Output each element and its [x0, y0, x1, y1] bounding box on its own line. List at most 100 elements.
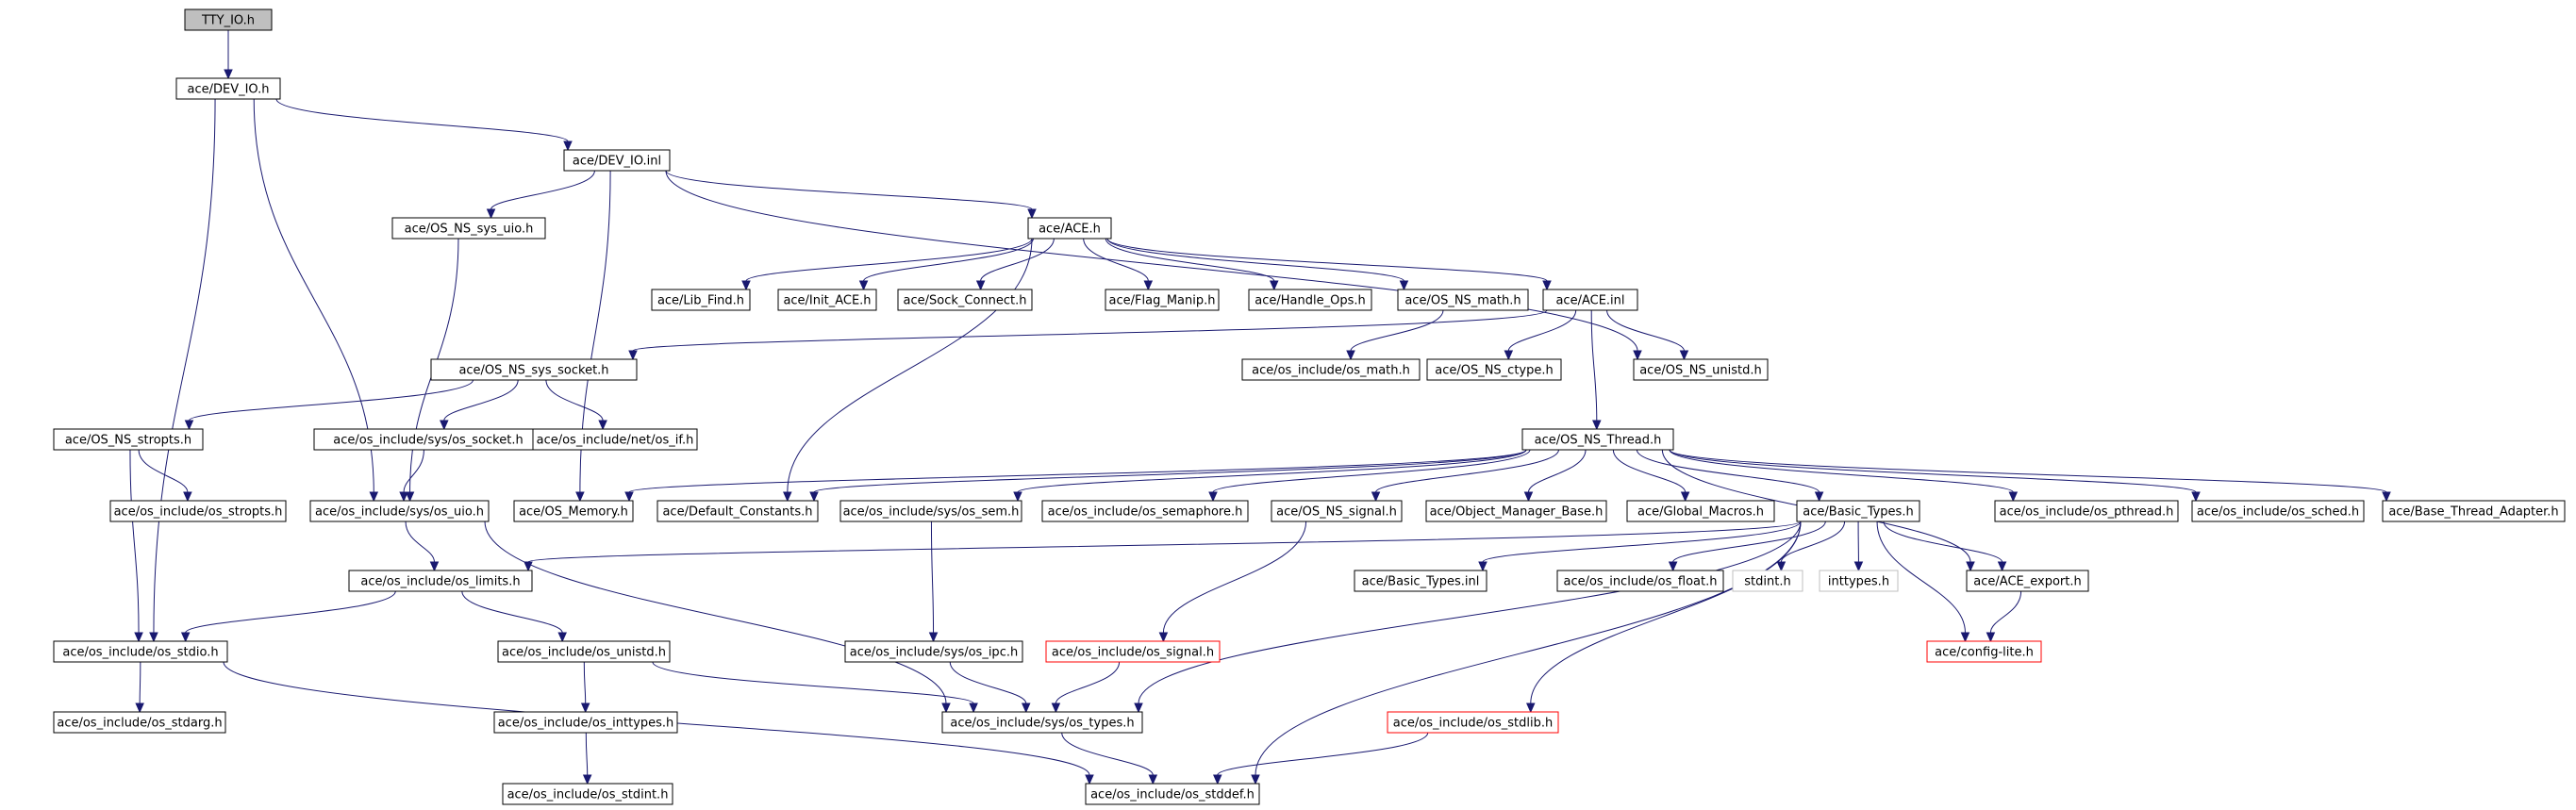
node-label: ace/os_include/os_stdlib.h [1393, 717, 1553, 731]
node-config-lite[interactable]: ace/config-lite.h [1926, 640, 2042, 663]
node-os-math[interactable]: ace/os_include/os_math.h [1241, 358, 1421, 381]
node-lib-find[interactable]: ace/Lib_Find.h [651, 289, 751, 311]
node-os-ns-sys-socket[interactable]: ace/OS_NS_sys_socket.h [430, 358, 638, 381]
node-os-stdio[interactable]: ace/os_include/os_stdio.h [53, 640, 228, 663]
node-basic-types-h[interactable]: ace/Basic_Types.h [1796, 500, 1920, 522]
node-ace-h[interactable]: ace/ACE.h [1027, 217, 1112, 240]
edge-os_limits-to-os_unistd [461, 590, 567, 643]
node-label: ace/Base_Thread_Adapter.h [2388, 505, 2558, 520]
node-os-ns-thread[interactable]: ace/OS_NS_Thread.h [1521, 428, 1674, 451]
edge-line [1636, 449, 1820, 493]
node-init-ace[interactable]: ace/Init_ACE.h [777, 289, 877, 311]
node-os-unistd[interactable]: ace/os_include/os_unistd.h [497, 640, 671, 663]
node-os-ns-stropts[interactable]: ace/OS_NS_stropts.h [53, 428, 204, 451]
node-global-macros[interactable]: ace/Global_Macros.h [1626, 500, 1775, 522]
edge-arrowhead [1158, 632, 1169, 643]
edge-tty_io-to-dev_io_h [224, 29, 233, 80]
node-base-thread-adapter[interactable]: ace/Base_Thread_Adapter.h [2382, 500, 2566, 522]
node-os-semaphore[interactable]: ace/os_include/os_semaphore.h [1041, 500, 1249, 522]
edge-arrowhead [1960, 632, 1970, 643]
node-net-os-if[interactable]: ace/os_include/net/os_if.h [532, 428, 698, 451]
node-box [53, 428, 204, 451]
node-label: ace/ACE.inl [1555, 294, 1624, 308]
edge-line [405, 521, 435, 563]
node-os-pthread[interactable]: ace/os_include/os_pthread.h [1994, 500, 2179, 522]
node-sys-os-socket[interactable]: ace/os_include/sys/os_socket.h [313, 428, 543, 451]
edge-arrowhead [1853, 561, 1864, 572]
node-os-stropts[interactable]: ace/os_include/os_stropts.h [109, 500, 287, 522]
edge-os_ns_thread-to-os_ns_signal [1371, 449, 1559, 503]
edge-os_ns_stropts-to-os_stdio [129, 449, 143, 643]
node-os-ns-math[interactable]: ace/OS_NS_math.h [1397, 289, 1529, 311]
node-stdint-h[interactable]: stdint.h [1732, 570, 1803, 592]
node-sys-os-ipc[interactable]: ace/os_include/sys/os_ipc.h [844, 640, 1023, 663]
edge-arrowhead [1013, 491, 1022, 503]
node-handle-ops[interactable]: ace/Handle_Ops.h [1248, 289, 1372, 311]
node-sys-os-types[interactable]: ace/os_include/sys/os_types.h [941, 711, 1143, 734]
edge-line [1876, 521, 1966, 634]
node-label: ace/Global_Macros.h [1637, 505, 1764, 520]
edge-os_limits-to-os_stdio [180, 590, 396, 643]
edge-os_ns_thread-to-global_macros [1612, 449, 1690, 503]
node-os-ns-ctype[interactable]: ace/OS_NS_ctype.h [1426, 358, 1562, 381]
node-os-inttypes[interactable]: ace/os_include/os_inttypes.h [493, 711, 678, 734]
node-inttypes-h[interactable]: inttypes.h [1819, 570, 1899, 592]
edge-arrowhead [2382, 491, 2391, 503]
node-flag-manip[interactable]: ace/Flag_Manip.h [1105, 289, 1220, 311]
node-label: ace/OS_NS_math.h [1404, 294, 1521, 308]
edge-sys_os_sem-to-sys_os_ipc [928, 521, 939, 643]
node-dev-io-h[interactable]: ace/DEV_IO.h [175, 77, 281, 100]
node-os-memory[interactable]: ace/OS_Memory.h [513, 500, 634, 522]
node-box [563, 149, 671, 172]
edge-arrowhead [1542, 280, 1552, 291]
node-dev-io-inl[interactable]: ace/DEV_IO.inl [563, 149, 671, 172]
edge-arrowhead [399, 491, 408, 503]
node-os-ns-signal[interactable]: ace/OS_NS_signal.h [1271, 500, 1403, 522]
edge-line [253, 98, 374, 493]
edge-os_ns_thread-to-default_constants [809, 449, 1527, 503]
edge-basic_types_h-to-inttypes_h [1853, 521, 1864, 572]
node-sys-os-uio[interactable]: ace/os_include/sys/os_uio.h [309, 500, 490, 522]
edge-arrowhead [1085, 774, 1094, 785]
node-os-float[interactable]: ace/os_include/os_float.h [1556, 570, 1724, 592]
edge-arrowhead [1668, 561, 1678, 572]
edge-line [632, 309, 1548, 352]
edge-line [1507, 309, 1577, 352]
edge-arrowhead [429, 561, 440, 572]
edge-sys_os_types-to-os_stddef [1061, 732, 1158, 785]
node-ace-inl[interactable]: ace/ACE.inl [1542, 289, 1638, 311]
node-box [175, 77, 281, 100]
node-tty-io[interactable]: TTY_IO.h [184, 8, 273, 31]
edge-arrowhead [1027, 208, 1037, 220]
edge-line [1590, 309, 1598, 422]
node-os-stdint[interactable]: ace/os_include/os_stdint.h [502, 783, 673, 805]
node-box [1994, 500, 2179, 522]
edge-line [484, 521, 947, 704]
node-os-ns-sys-uio[interactable]: ace/OS_NS_sys_uio.h [391, 217, 546, 240]
node-os-stddef[interactable]: ace/os_include/os_stddef.h [1085, 783, 1260, 805]
edge-os_ns_thread-to-base_thread_adapter [1669, 449, 2391, 503]
node-sys-os-sem[interactable]: ace/os_include/sys/os_sem.h [839, 500, 1022, 522]
node-label: ace/Object_Manager_Base.h [1430, 505, 1604, 520]
node-os-stdarg[interactable]: ace/os_include/os_stdarg.h [53, 711, 226, 734]
edge-os_ns_sys_socket-to-os_ns_stropts [184, 379, 474, 431]
node-os-limits[interactable]: ace/os_include/os_limits.h [348, 570, 533, 592]
node-ace-export[interactable]: ace/ACE_export.h [1966, 570, 2089, 592]
edge-ace_inl-to-os_ns_ctype [1504, 309, 1577, 361]
node-layer: TTY_IO.h ace/DEV_IO.h ace/DEV_IO.inl ace/OS… [53, 8, 2566, 805]
edge-line [129, 449, 140, 634]
node-label: ace/os_include/os_stropts.h [114, 505, 283, 520]
node-default-constants[interactable]: ace/Default_Constants.h [656, 500, 819, 522]
node-os-signal[interactable]: ace/os_include/os_signal.h [1045, 640, 1221, 663]
node-box [941, 711, 1143, 734]
node-os-ns-unistd[interactable]: ace/OS_NS_unistd.h [1633, 358, 1769, 381]
edge-line [185, 590, 396, 634]
node-label: ace/OS_Memory.h [519, 505, 628, 520]
node-os-sched[interactable]: ace/os_include/os_sched.h [2191, 500, 2365, 522]
node-label: ace/OS_NS_Thread.h [1535, 434, 1662, 448]
node-sock-connect[interactable]: ace/Sock_Connect.h [897, 289, 1033, 311]
edge-arrowhead [1478, 561, 1487, 572]
node-basic-types-inl[interactable]: ace/Basic_Types.inl [1354, 570, 1487, 592]
node-object-manager-base[interactable]: ace/Object_Manager_Base.h [1425, 500, 1607, 522]
node-os-stdlib[interactable]: ace/os_include/os_stdlib.h [1387, 711, 1559, 734]
